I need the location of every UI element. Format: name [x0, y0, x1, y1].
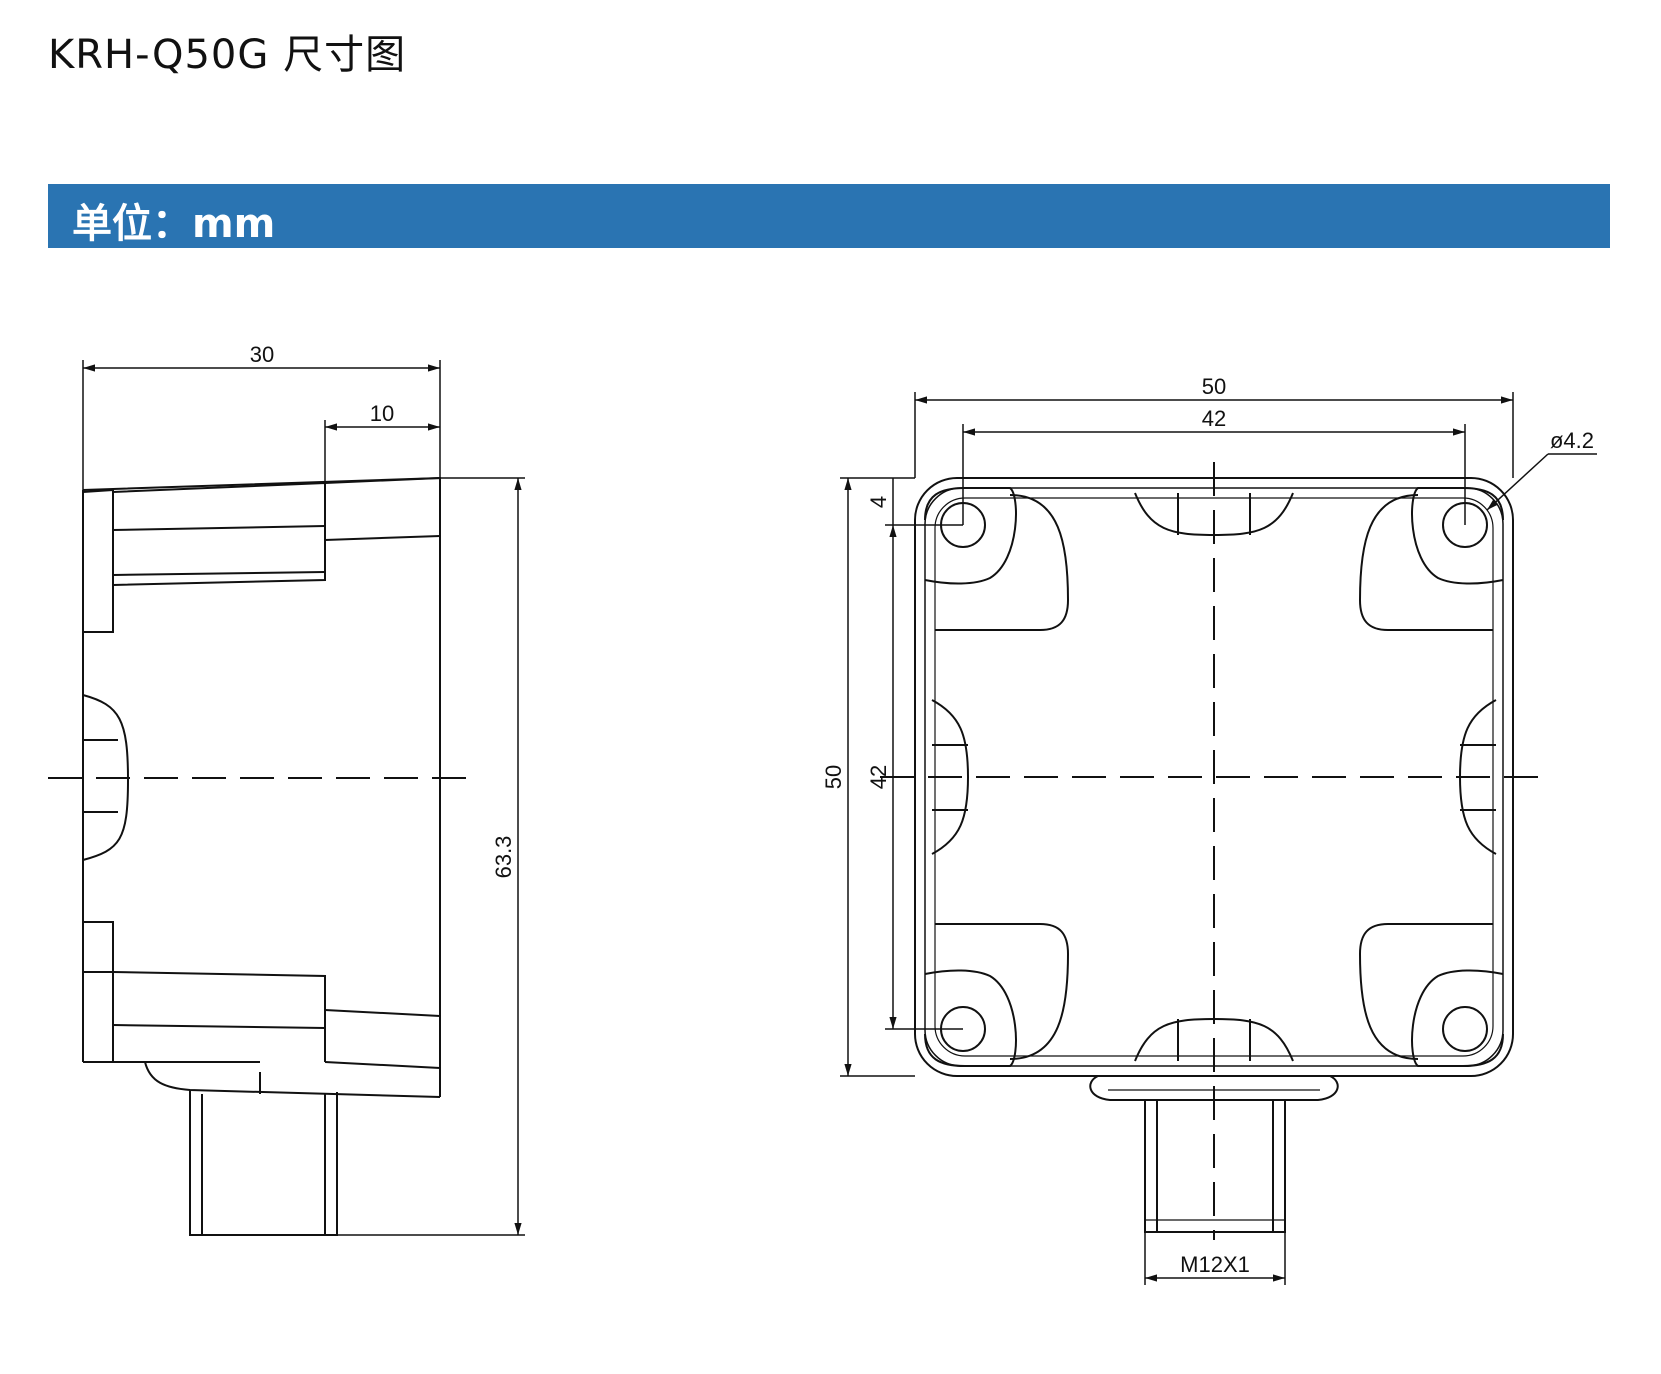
side-lower-flange [83, 921, 114, 1062]
page-title: KRH-Q50G 尺寸图 [48, 32, 407, 78]
dim-front-hole-spacing-y: 42 [866, 765, 891, 789]
front-view [840, 392, 1597, 1285]
side-notch [82, 694, 130, 861]
dim-front-outer-height: 50 [821, 765, 846, 789]
dim-thread: M12X1 [1180, 1252, 1250, 1277]
dim-front-outer-width: 50 [1202, 374, 1226, 399]
side-upper-flange [82, 488, 114, 633]
dim-side-width: 30 [250, 342, 274, 367]
side-view [48, 360, 525, 1236]
dim-hole-offset: 4 [866, 496, 891, 508]
unit-label: 单位：mm [72, 201, 276, 247]
notch-left [931, 699, 970, 855]
side-body-outline [82, 476, 441, 1097]
front-fitting-shoulder [1089, 1075, 1339, 1101]
dim-side-offset: 10 [370, 401, 394, 426]
mounting-hole-br [1358, 923, 1504, 1067]
dim-front-hole-spacing-x: 42 [1202, 406, 1226, 431]
mounting-hole-tr [1358, 487, 1504, 631]
unit-banner: 单位：mm [48, 184, 1610, 248]
dim-hole-diameter: ø4.2 [1550, 428, 1594, 453]
side-fitting [144, 1061, 441, 1098]
mounting-hole-bl [924, 923, 1070, 1067]
mounting-hole-tl [924, 487, 1070, 631]
dim-side-height: 63.3 [491, 836, 516, 879]
